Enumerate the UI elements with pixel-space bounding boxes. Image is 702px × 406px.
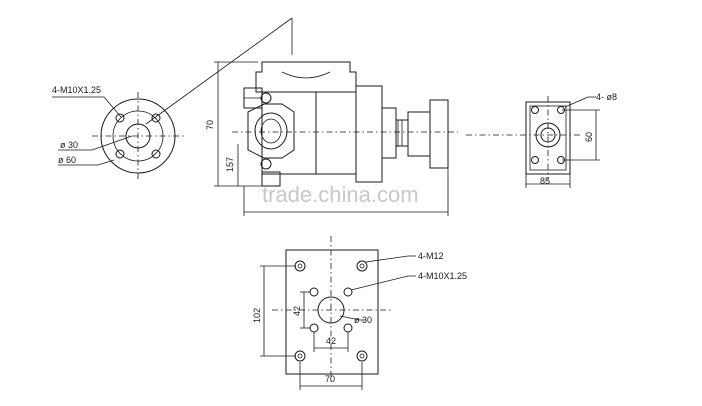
pump-mount-flange [407, 111, 431, 157]
m10-tap [309, 323, 319, 333]
watermark: trade.china.com [262, 182, 419, 207]
bottom-plate-view: 4-M12 4-M10X1.25 ø 30 102 42 42 70 [252, 236, 467, 390]
m12-tap [294, 350, 306, 362]
flange-bolt-hole [115, 149, 125, 159]
right-hole-leader [564, 96, 596, 108]
side-height-label: 70 [205, 120, 215, 130]
pump-top-cap [255, 61, 357, 93]
left-pcd-label: ø 60 [58, 155, 76, 165]
plate-inner-v-label: 42 [292, 306, 302, 316]
pump-front-housing [355, 85, 383, 183]
pump-bolt [260, 92, 272, 104]
cap-curve [281, 71, 331, 79]
plate-tap-label: 4-M12 [418, 251, 444, 261]
m10-leader [350, 275, 416, 291]
pump-collar [381, 107, 397, 159]
thread-leader [52, 96, 122, 118]
flange-bolt-hole [151, 113, 161, 123]
plate-bore-label: ø 30 [354, 315, 372, 325]
m12-tap [294, 260, 306, 272]
bore-leader [58, 135, 133, 151]
pump-mid-section [315, 91, 357, 175]
m12-tap [356, 350, 368, 362]
right-flange-view: 4- ø8 60 85 [466, 92, 617, 188]
bottom-plate [285, 249, 379, 375]
m12-leader [365, 255, 416, 263]
bore-leader [339, 315, 366, 321]
plate-inner-h-label: 42 [326, 336, 336, 346]
m10-tap [343, 323, 353, 333]
m10-tap [343, 287, 353, 297]
flange-bolt-hole [151, 149, 161, 159]
right-bolt-hole [531, 106, 539, 114]
projection-line [145, 17, 293, 125]
plate-width-label: 70 [325, 374, 335, 384]
pump-port [254, 112, 288, 150]
pump-mount-plate [429, 99, 449, 169]
side-offset-label: 157 [225, 157, 235, 172]
left-thread-label: 4-M10X1.25 [52, 85, 101, 95]
right-bolt-hole [531, 156, 539, 164]
right-hole-label: 4- ø8 [596, 92, 617, 102]
m10-tap [309, 287, 319, 297]
right-height-label: 60 [584, 132, 594, 142]
pump-side-view: 70 157 [205, 61, 458, 216]
pcd-leader [58, 159, 115, 166]
plate-thread-label: 4-M10X1.25 [418, 271, 467, 281]
m12-tap [356, 260, 368, 272]
left-bore-label: ø 30 [60, 140, 78, 150]
flange-bolt-hole [115, 113, 125, 123]
right-width-label: 85 [540, 176, 550, 186]
plate-height-label: 102 [252, 308, 262, 323]
pump-oval-flange [247, 103, 295, 159]
left-flange-view: 4-M10X1.25 ø 30 ø 60 [52, 17, 293, 180]
pump-bolt [260, 158, 272, 170]
